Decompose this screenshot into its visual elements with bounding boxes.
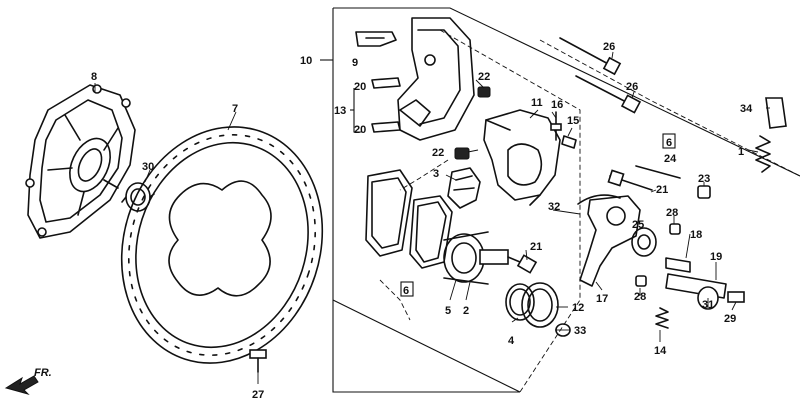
callout-9: 9 <box>352 57 358 69</box>
callout-23: 23 <box>698 173 710 185</box>
callout-1: 1 <box>738 146 744 158</box>
callout-15: 15 <box>567 115 579 127</box>
callout-33: 33 <box>574 325 586 337</box>
nut-23 <box>697 185 711 199</box>
callout-27: 27 <box>252 389 264 401</box>
callout-31: 31 <box>702 299 714 311</box>
brake-pad-outer <box>365 169 413 257</box>
callout-14: 14 <box>654 345 667 357</box>
brake-disc <box>120 126 324 364</box>
callout-34: 34 <box>740 103 753 115</box>
seal-ring-12 <box>521 282 559 328</box>
grease-nipple-lower <box>635 275 647 287</box>
leader-lines <box>94 51 770 342</box>
callout-28-lower: 28 <box>634 291 646 303</box>
callout-6-right: 6 <box>666 137 672 149</box>
nut-22-lower <box>454 147 470 160</box>
callout-11: 11 <box>531 97 543 109</box>
callout-22-upper: 22 <box>478 71 490 83</box>
long-bolt-26-upper <box>559 37 622 76</box>
callout-10: 10 <box>300 55 312 67</box>
callout-12: 12 <box>572 302 584 314</box>
callout-5: 5 <box>445 305 451 317</box>
callout-25: 25 <box>632 219 644 231</box>
pin-24 <box>635 165 681 179</box>
callout-19: 19 <box>710 251 722 263</box>
nut-22-upper <box>477 86 491 98</box>
callout-29: 29 <box>724 313 736 325</box>
callout-16: 16 <box>551 99 563 111</box>
callout-6-box <box>400 281 414 297</box>
bolt-21-upper <box>607 169 653 191</box>
brake-pad-inner <box>409 195 453 269</box>
caliper-body <box>483 109 561 206</box>
callout-30: 30 <box>142 161 154 173</box>
grease-nipple-upper <box>669 223 681 235</box>
callout-24: 24 <box>664 153 677 165</box>
callout-3: 3 <box>433 168 439 180</box>
torque-link <box>579 195 641 287</box>
callout-17: 17 <box>596 293 608 305</box>
callout-6-left: 6 <box>403 285 409 297</box>
assembly-frame <box>320 7 800 393</box>
spring-1 <box>755 135 771 173</box>
callout-20-upper: 20 <box>354 81 366 93</box>
long-bolt-26-lower <box>575 75 642 114</box>
callout-labels: 8 7 30 27 10 9 20 13 20 22 22 11 16 15 3… <box>91 41 753 401</box>
spring-14 <box>655 307 669 329</box>
callout-28-upper: 28 <box>666 207 678 219</box>
callout-18: 18 <box>690 229 702 241</box>
callout-26-lower: 26 <box>626 81 638 93</box>
callout-32: 32 <box>548 201 560 213</box>
caliper-bracket <box>397 17 475 141</box>
callout-8: 8 <box>91 71 97 83</box>
seal-ring-4 <box>505 283 535 321</box>
callout-21-lower: 21 <box>530 241 542 253</box>
direction-label: FR. <box>34 367 52 379</box>
piston-assembly <box>443 231 521 285</box>
callout-20-lower: 20 <box>354 124 366 136</box>
bolt-21-lower <box>516 254 538 274</box>
bushing <box>631 227 657 257</box>
callout-26-upper: 26 <box>603 41 615 53</box>
front-direction-arrow: FR. <box>4 367 52 395</box>
callout-13: 13 <box>334 105 346 117</box>
hub-flange <box>25 84 136 239</box>
sleeve-34 <box>765 97 787 129</box>
callout-6-right-box <box>662 133 676 149</box>
callout-22-lower: 22 <box>432 147 444 159</box>
callout-21-upper: 21 <box>656 184 668 196</box>
disc-bolt <box>249 349 267 384</box>
callout-7: 7 <box>232 103 238 115</box>
pin-18 <box>665 257 691 273</box>
bleeder-valve <box>550 111 577 149</box>
callout-4: 4 <box>508 335 515 347</box>
pad-spring <box>447 167 481 209</box>
bolt-29 <box>727 291 745 303</box>
callout-2: 2 <box>463 305 469 317</box>
link-rod <box>665 273 727 310</box>
